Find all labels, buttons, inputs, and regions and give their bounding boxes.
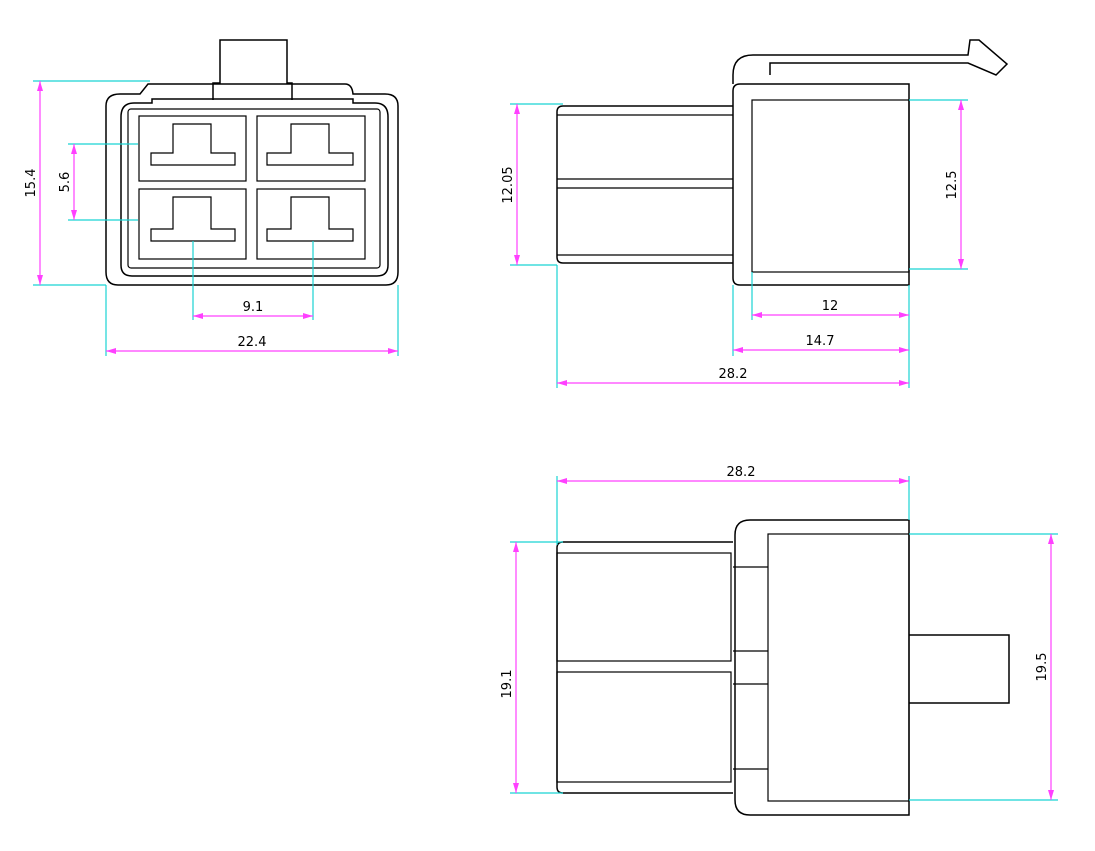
front-middle-wall [120, 98, 389, 277]
terminal-bottom-right [266, 196, 354, 242]
top-view: 28.2 19.1 19.5 [500, 465, 1058, 816]
dim-side-body-height: 12.05 [501, 166, 516, 203]
terminal-cavity-top-left [138, 115, 247, 182]
side-housing [732, 83, 910, 286]
front-latch-tab [212, 39, 293, 100]
front-inner-cavity [127, 108, 381, 269]
terminal-top-left [150, 123, 236, 166]
top-body [556, 541, 733, 794]
dim-front-pitch-horizontal: 9.1 [243, 300, 264, 315]
dim-top-total-length: 28.2 [727, 465, 756, 480]
front-view: 15.4 5.6 9.1 22.4 [24, 39, 399, 356]
terminal-cavity-top-right [256, 115, 366, 182]
terminal-top-right [266, 123, 354, 166]
front-outer-housing [105, 83, 399, 286]
dim-side-total-length: 28.2 [719, 367, 748, 382]
side-latch-arm [732, 39, 1009, 84]
top-housing [734, 519, 910, 816]
side-cap [751, 99, 910, 273]
dim-side-cap-height: 12.5 [945, 171, 960, 200]
side-body [556, 105, 733, 264]
dim-front-height: 15.4 [24, 169, 39, 198]
side-view: 12.05 12.5 12 14.7 28.2 [501, 39, 1009, 388]
dim-top-cap-width: 19.5 [1035, 653, 1050, 682]
top-cap [767, 533, 910, 802]
top-latch-tab [909, 634, 1010, 704]
top-body-lower-pocket [556, 671, 732, 783]
dim-top-body-width: 19.1 [500, 670, 515, 699]
top-body-upper-pocket [556, 552, 732, 662]
terminal-bottom-left [150, 196, 236, 242]
terminal-cavity-bottom-right [256, 188, 366, 260]
dim-front-width: 22.4 [238, 335, 267, 350]
dim-side-housing-length: 14.7 [806, 334, 835, 349]
dim-side-cap-length: 12 [822, 299, 839, 314]
dim-front-pitch-vertical: 5.6 [58, 172, 73, 193]
